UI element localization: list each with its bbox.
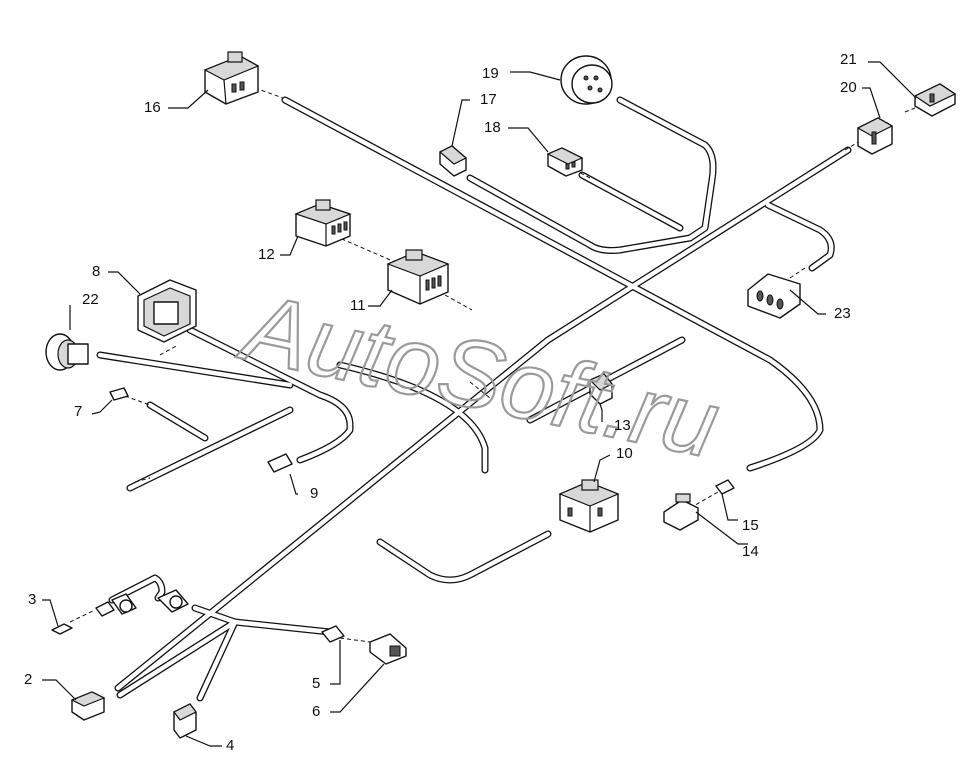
callout-19: 20: [840, 79, 857, 96]
component-4-connector: [173, 703, 197, 739]
wire-core: [467, 175, 693, 253]
callout-16: 17: [480, 91, 497, 108]
callout-21: 22: [82, 291, 99, 308]
wire-core: [117, 619, 238, 698]
component-12-connector: [294, 199, 352, 247]
watermark: AutoSoft.ru: [231, 273, 728, 479]
wire-core: [127, 407, 293, 491]
callout-5: 6: [312, 703, 320, 720]
component-3-terminal: [51, 623, 73, 635]
component-14-connector: [663, 493, 699, 531]
callout-20: 21: [840, 51, 857, 68]
wire-core: [617, 97, 716, 241]
callout-9: 10: [616, 445, 633, 462]
callout-10: 11: [350, 297, 366, 314]
wire-core: [109, 575, 165, 603]
callout-14: 15: [742, 517, 759, 534]
component-9-terminal: [267, 453, 293, 473]
component-22-round-connector: [45, 333, 89, 371]
wire-core: [197, 619, 238, 701]
component-10-connector: [558, 479, 620, 533]
wire-core: [147, 402, 208, 441]
wire-core: [187, 327, 353, 463]
wire-cores: [97, 97, 851, 701]
ring-terminals: [95, 589, 189, 617]
component-7-terminal: [109, 387, 129, 401]
wire-core: [337, 362, 488, 473]
callout-4: 5: [312, 675, 320, 692]
component-15-plug: [715, 479, 735, 495]
wire-core: [115, 147, 851, 691]
component-13-plug: [588, 373, 613, 405]
component-19-round-connector: [560, 55, 613, 105]
wire-core: [97, 352, 293, 388]
leader-lines: [42, 61, 917, 747]
callout-13: 14: [742, 543, 759, 560]
wire-core: [765, 202, 834, 271]
callout-17: 18: [484, 119, 501, 136]
callout-15: 16: [144, 99, 161, 116]
component-20-connector: [856, 117, 894, 155]
component-16-connector: [203, 51, 260, 105]
callout-18: 19: [482, 65, 499, 82]
component-5-connector: [321, 625, 345, 643]
component-21-connector: [913, 83, 957, 117]
harness-wires: [96, 96, 852, 702]
callout-11: 12: [258, 246, 275, 263]
callout-7: 8: [92, 263, 100, 280]
callout-12: 13: [614, 417, 631, 434]
callout-6: 7: [74, 403, 82, 420]
component-17-plug: [438, 145, 468, 177]
wire-core: [579, 172, 683, 231]
wire-core: [282, 97, 823, 471]
callout-1: 2: [24, 671, 32, 688]
component-6-connector: [369, 633, 407, 665]
callout-3: 4: [226, 737, 234, 754]
component-23-connector: [747, 273, 801, 319]
component-8-relay-block: [137, 279, 197, 343]
component-18-connector: [546, 147, 584, 177]
callout-labels: 3 2 4 5 6 7 8 9 10 11 12 13 14 15 16 17 …: [24, 51, 857, 754]
component-2-connector: [70, 691, 106, 721]
callout-8: 9: [310, 485, 318, 502]
component-11-connector: [386, 249, 450, 305]
wire-core: [377, 531, 551, 583]
callout-2: 3: [28, 591, 36, 608]
callout-22: 23: [834, 305, 851, 322]
